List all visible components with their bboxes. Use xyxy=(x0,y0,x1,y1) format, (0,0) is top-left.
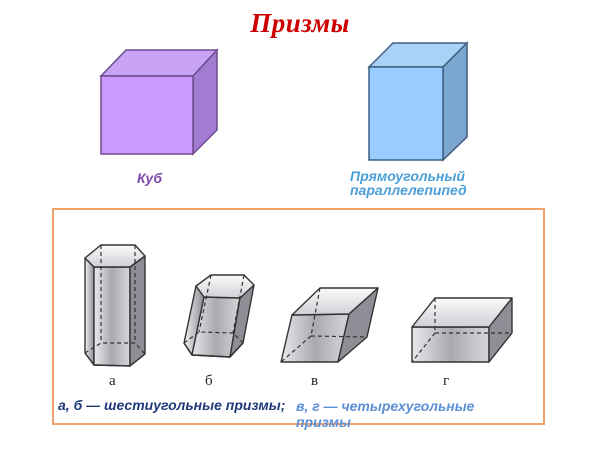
prism-a-figure xyxy=(84,244,146,367)
hexagonal-caption: а, б — шестиугольные призмы; xyxy=(58,397,286,413)
prism-d-figure xyxy=(411,297,513,363)
parallelepiped-label-line2: параллелепипед xyxy=(350,182,467,198)
prism-b-letter: б xyxy=(205,373,213,389)
prism-c-letter: в xyxy=(311,373,319,389)
parallelepiped-label-line1: Прямоугольный xyxy=(350,168,465,184)
cube-figure xyxy=(99,48,219,156)
quadrilateral-caption: в, г — четырехугольные призмы xyxy=(296,398,475,430)
page-title: Призмы xyxy=(250,8,350,38)
prism-c-figure xyxy=(280,287,379,363)
cube-label: Куб xyxy=(137,170,163,186)
parallelepiped-label: Прямоугольный параллелепипед xyxy=(350,169,467,197)
prism-d-letter: г xyxy=(443,373,450,389)
parallelepiped-figure xyxy=(367,41,469,162)
prism-b-figure xyxy=(183,274,255,358)
prism-a-letter: а xyxy=(109,373,116,389)
prisms-panel xyxy=(52,208,545,425)
